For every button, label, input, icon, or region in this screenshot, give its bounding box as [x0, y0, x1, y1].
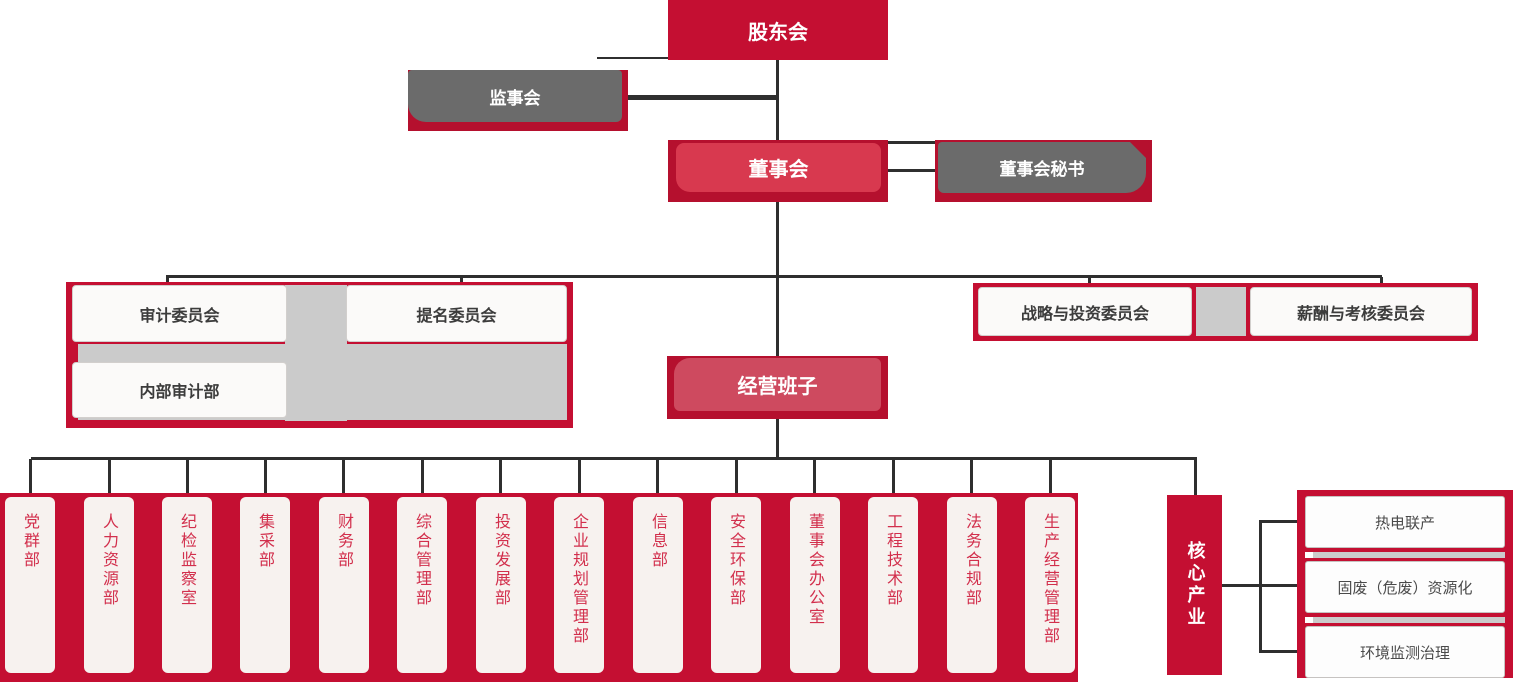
- node-dept-discipline-inspection: 纪检监察室: [162, 497, 212, 673]
- connector-line: [264, 459, 267, 494]
- node-supervisory-board-label: 监事会: [489, 88, 541, 109]
- connector-line: [970, 459, 973, 494]
- connector-line: [460, 277, 463, 285]
- dept-label: 工程技术部: [884, 513, 903, 608]
- node-compensation-assessment-committee: 薪酬与考核委员会: [1250, 287, 1472, 336]
- node-dept-investment-development: 投资发展部: [476, 497, 526, 673]
- node-supervisory-board-box: 监事会: [408, 70, 622, 122]
- node-nomination-committee: 提名委员会: [346, 285, 567, 342]
- connector-line: [166, 277, 169, 285]
- connector-line: [342, 459, 345, 494]
- node-dept-board-office: 董事会办公室: [790, 497, 840, 673]
- node-audit-committee-label: 审计委员会: [139, 305, 220, 325]
- node-shareholders: 股东会: [668, 0, 888, 60]
- node-nomination-committee-label: 提名委员会: [416, 305, 497, 325]
- node-dept-safety-environment: 安全环保部: [711, 497, 761, 673]
- group-board-committees-left: 审计委员会 提名委员会 内部审计部: [66, 282, 573, 428]
- dept-label: 董事会办公室: [806, 513, 825, 627]
- node-internal-audit-dept: 内部审计部: [72, 362, 287, 418]
- connector-line: [597, 57, 668, 59]
- connector-line: [166, 275, 1382, 278]
- node-core-industry-label: 核心产业: [1184, 541, 1206, 629]
- business-divider-bar: [1305, 617, 1505, 623]
- node-core-industry: 核心产业: [1167, 495, 1222, 675]
- connector-line: [892, 459, 895, 494]
- node-dept-production-operation: 生产经营管理部: [1025, 497, 1075, 673]
- connector-line: [886, 141, 936, 144]
- node-business-environment-monitoring: 环境监测治理: [1305, 626, 1505, 678]
- dept-label: 投资发展部: [492, 513, 511, 608]
- connector-line: [186, 459, 189, 494]
- dept-label: 信息部: [649, 513, 668, 570]
- connector-line: [735, 459, 738, 494]
- node-dept-engineering-technology: 工程技术部: [868, 497, 918, 673]
- node-shareholders-label: 股东会: [748, 19, 808, 44]
- connector-line: [1049, 459, 1052, 494]
- connector-line: [1261, 520, 1297, 523]
- connector-line: [626, 95, 779, 100]
- node-strategy-investment-committee: 战略与投资委员会: [978, 287, 1192, 336]
- connector-line: [886, 169, 936, 172]
- connector-line: [1261, 650, 1297, 653]
- node-management-team-box: 经营班子: [674, 358, 881, 411]
- connector-line: [499, 459, 502, 494]
- node-strategy-investment-committee-label: 战略与投资委员会: [1020, 303, 1149, 323]
- connector-line: [421, 459, 424, 494]
- node-board-of-directors: 董事会: [668, 140, 888, 202]
- connector-line: [1194, 457, 1197, 495]
- node-board-of-directors-label: 董事会: [748, 157, 809, 181]
- dept-label: 纪检监察室: [178, 513, 197, 608]
- connector-line: [813, 459, 816, 494]
- node-compensation-assessment-committee-label: 薪酬与考核委员会: [1296, 303, 1425, 323]
- node-dept-enterprise-planning: 企业规划管理部: [554, 497, 604, 673]
- connector-line: [776, 417, 779, 459]
- group-board-committees-right: 战略与投资委员会 薪酬与考核委员会: [973, 283, 1478, 341]
- connector-line: [776, 277, 779, 356]
- node-board-secretary-label: 董事会秘书: [999, 160, 1085, 180]
- node-dept-party-mass: 党群部: [5, 497, 55, 673]
- connector-line: [1380, 277, 1383, 285]
- business-label: 环境监测治理: [1359, 643, 1450, 662]
- node-dept-information: 信息部: [633, 497, 683, 673]
- node-supervisory-board: 监事会: [408, 70, 628, 131]
- node-dept-legal-compliance: 法务合规部: [947, 497, 997, 673]
- connector-line: [776, 200, 779, 277]
- node-business-cogeneration: 热电联产: [1305, 496, 1505, 548]
- node-business-solid-waste-recycling: 固废（危废）资源化: [1305, 561, 1505, 613]
- dept-label: 生产经营管理部: [1041, 513, 1060, 646]
- dept-label: 安全环保部: [727, 513, 746, 608]
- node-management-team: 经营班子: [667, 356, 888, 419]
- connector-line: [1088, 277, 1091, 285]
- dept-label: 人力资源部: [100, 513, 119, 608]
- connector-line: [31, 457, 1197, 460]
- group-gray-spacer: [1196, 287, 1246, 336]
- dept-label: 法务合规部: [963, 513, 982, 608]
- connector-line: [578, 459, 581, 494]
- dept-label: 党群部: [21, 513, 40, 570]
- dept-label: 财务部: [335, 513, 354, 570]
- business-label: 固废（危废）资源化: [1337, 578, 1473, 597]
- business-divider-bar: [1305, 552, 1505, 558]
- node-management-team-label: 经营班子: [737, 374, 818, 398]
- connector-line: [108, 459, 111, 494]
- business-label: 热电联产: [1374, 513, 1435, 532]
- node-dept-human-resources: 人力资源部: [84, 497, 134, 673]
- node-board-secretary-box: 董事会秘书: [938, 142, 1146, 193]
- node-dept-finance: 财务部: [319, 497, 369, 673]
- dept-label: 企业规划管理部: [570, 513, 589, 646]
- node-audit-committee: 审计委员会: [72, 285, 287, 342]
- group-core-businesses: 热电联产 固废（危废）资源化 环境监测治理: [1297, 490, 1513, 678]
- connector-line: [656, 459, 659, 494]
- dept-label: 集采部: [256, 513, 275, 570]
- folded-corner-decoration: [1130, 142, 1146, 158]
- node-board-of-directors-box: 董事会: [676, 143, 881, 192]
- departments-band: 党群部 人力资源部 纪检监察室 集采部 财务部 综合管理部 投资发展部 企业规划…: [0, 493, 1078, 682]
- dept-label: 综合管理部: [413, 513, 432, 608]
- node-board-secretary: 董事会秘书: [935, 140, 1152, 202]
- connector-line: [1259, 520, 1262, 653]
- node-internal-audit-dept-label: 内部审计部: [139, 382, 220, 401]
- connector-line: [29, 459, 32, 494]
- node-dept-centralized-procurement: 集采部: [240, 497, 290, 673]
- node-dept-general-management: 综合管理部: [397, 497, 447, 673]
